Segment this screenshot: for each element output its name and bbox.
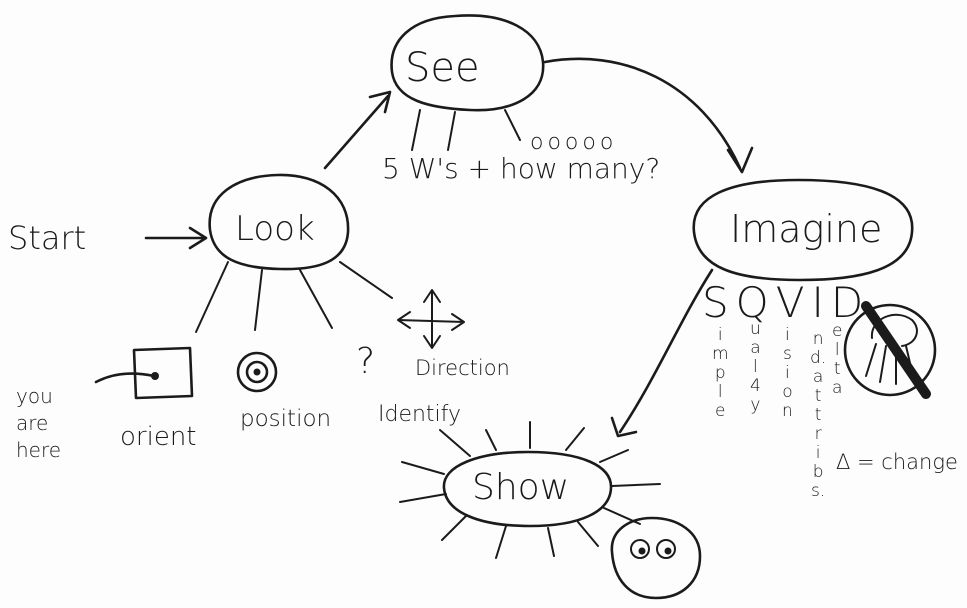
look-leg-2: [254, 269, 263, 331]
imagine-node: Imagine: [730, 207, 883, 251]
position-label: position: [240, 406, 332, 432]
look-leg-4: [339, 261, 393, 299]
you-are-here-label: you are here: [16, 384, 62, 462]
you-are-here-arrow: [94, 372, 156, 384]
position-dot: [253, 368, 261, 376]
look-to-see-arrow: [323, 90, 392, 170]
sqvid-column-individual-attributes: n d. a t t r i b s.: [810, 329, 827, 501]
look-node: Look: [235, 209, 315, 249]
show-rays: [399, 421, 661, 559]
see-to-imagine-arrow: [543, 57, 754, 174]
look-leg-1: [195, 261, 229, 333]
direction-label: Direction: [415, 356, 510, 380]
question-mark-icon: ?: [356, 341, 376, 382]
show-node: Show: [472, 467, 570, 508]
smiley-face-icon: [610, 516, 702, 600]
identify-label: Identify: [378, 402, 462, 427]
sqvid-column-simple: i m p l e: [712, 325, 729, 421]
see-leg-left: [411, 109, 421, 151]
prohibited-sign-icon: [843, 303, 937, 397]
position-target-inner: [245, 360, 269, 384]
sqvid-title: SQVID: [702, 278, 871, 327]
see-leg-right: [504, 109, 521, 141]
sqvid-column-vision: i s i o n: [782, 325, 793, 421]
see-node: See: [405, 45, 480, 91]
see-circles: ooooo: [530, 130, 618, 155]
show-bubble: [442, 450, 613, 528]
see-detail-label: 5 W's + how many?: [382, 152, 661, 185]
face-left-eye: [630, 539, 650, 559]
see-leg-middle: [447, 111, 456, 151]
sqvid-column-delta: e l t a: [832, 321, 843, 398]
direction-cross-icon: [397, 289, 465, 349]
see-bubble: [390, 14, 545, 112]
look-leg-3: [299, 269, 333, 329]
sqvid-column-quality: u a l 4 y: [750, 319, 761, 415]
orient-box-icon: [132, 346, 194, 400]
start-arrow: [144, 226, 208, 250]
delta-change-label: Δ = change: [836, 450, 958, 474]
orient-label: orient: [120, 422, 197, 452]
prohibited-slash: [861, 301, 931, 399]
imagine-to-show-arrow: [610, 268, 714, 438]
look-bubble: [208, 173, 350, 271]
orient-dot: [151, 372, 159, 380]
imagine-bubble: [692, 178, 914, 282]
start-label: Start: [8, 219, 87, 257]
jellyfish-scribble-icon: [865, 313, 918, 385]
face-right-eye: [656, 539, 676, 559]
position-target-icon: [236, 351, 278, 393]
